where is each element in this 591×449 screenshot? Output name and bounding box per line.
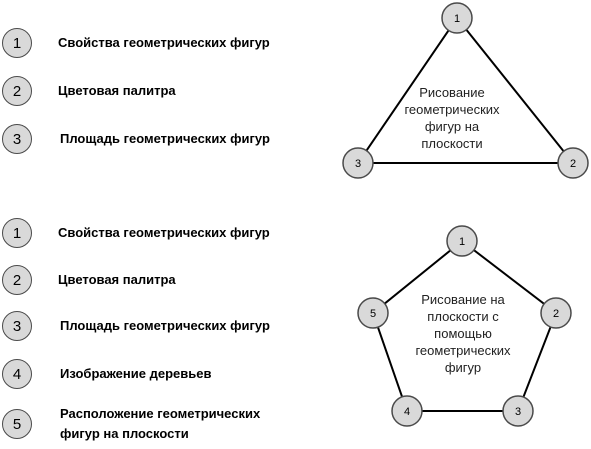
- legend-item-3: 3 Площадь геометрических фигур: [2, 311, 270, 341]
- triangle-center-text: Рисование геометрических фигур на плоско…: [392, 84, 512, 152]
- top-panel: 1 Свойства геометрических фигур 2 Цветов…: [0, 0, 591, 200]
- center-text-line: плоскости с: [427, 309, 499, 324]
- triangle-node-3: 3: [342, 147, 374, 179]
- legend-number-circle: 2: [2, 76, 32, 106]
- node-number: 2: [570, 158, 576, 170]
- legend-label: Цветовая палитра: [58, 272, 176, 287]
- bottom-panel: 1 Свойства геометрических фигур 2 Цветов…: [0, 200, 591, 449]
- center-text-line: Рисование на: [421, 292, 505, 307]
- node-number: 5: [370, 308, 376, 320]
- triangle-node-2: 2: [557, 147, 589, 179]
- legend-number-circle: 1: [2, 218, 32, 248]
- pentagon-diagram: 1 2 3 4 5: [357, 225, 572, 427]
- legend-number-circle: 3: [2, 311, 32, 341]
- legend-label: Расположение геометрических фигур на пло…: [60, 406, 261, 441]
- legend-label: Цветовая палитра: [58, 83, 176, 98]
- node-number: 3: [515, 406, 521, 418]
- center-text-line: геометрических: [404, 102, 500, 117]
- center-text-line: плоскости: [421, 136, 483, 151]
- legend-label: Свойства геометрических фигур: [58, 225, 270, 240]
- pentagon-node-2: 2: [540, 297, 572, 329]
- legend-number-circle: 2: [2, 265, 32, 295]
- legend-item-2: 2 Цветовая палитра: [2, 265, 176, 295]
- center-text-line: фигур на: [424, 119, 480, 134]
- legend-item-5: 5 Расположение геометрических фигур на п…: [2, 404, 300, 444]
- center-text-line: Рисование: [419, 85, 485, 100]
- center-text-line: фигур: [444, 360, 482, 375]
- pentagon-node-5: 5: [357, 297, 389, 329]
- triangle-edges: [356, 16, 576, 164]
- legend-item-1: 1 Свойства геометрических фигур: [2, 28, 270, 58]
- legend-number-circle: 1: [2, 28, 32, 58]
- legend-item-3: 3 Площадь геометрических фигур: [2, 124, 270, 154]
- node-number: 3: [355, 158, 361, 170]
- pentagon-node-3: 3: [502, 395, 534, 427]
- triangle-diagram: 1 2 3: [342, 2, 589, 179]
- triangle-node-1: 1: [441, 2, 473, 34]
- node-number: 4: [404, 406, 410, 418]
- pentagon-center-text: Рисование на плоскости с помощью геометр…: [408, 291, 518, 376]
- legend-label: Площадь геометрических фигур: [60, 318, 270, 333]
- legend-number-circle: 4: [2, 359, 32, 389]
- pentagon-node-1: 1: [446, 225, 478, 257]
- legend-label: Площадь геометрических фигур: [60, 131, 270, 146]
- legend-label: Свойства геометрических фигур: [58, 35, 270, 50]
- node-number: 2: [553, 308, 559, 320]
- node-number: 1: [459, 236, 465, 248]
- node-number: 1: [454, 13, 460, 25]
- center-text-line: помощью: [434, 326, 492, 341]
- legend-number-circle: 5: [2, 409, 32, 439]
- center-text-line: геометрических: [415, 343, 511, 358]
- legend-number-circle: 3: [2, 124, 32, 154]
- legend-item-1: 1 Свойства геометрических фигур: [2, 218, 270, 248]
- legend-item-2: 2 Цветовая палитра: [2, 76, 176, 106]
- legend-item-4: 4 Изображение деревьев: [2, 359, 211, 389]
- pentagon-node-4: 4: [391, 395, 423, 427]
- legend-label: Изображение деревьев: [60, 366, 212, 381]
- pentagon-edges: [371, 239, 558, 412]
